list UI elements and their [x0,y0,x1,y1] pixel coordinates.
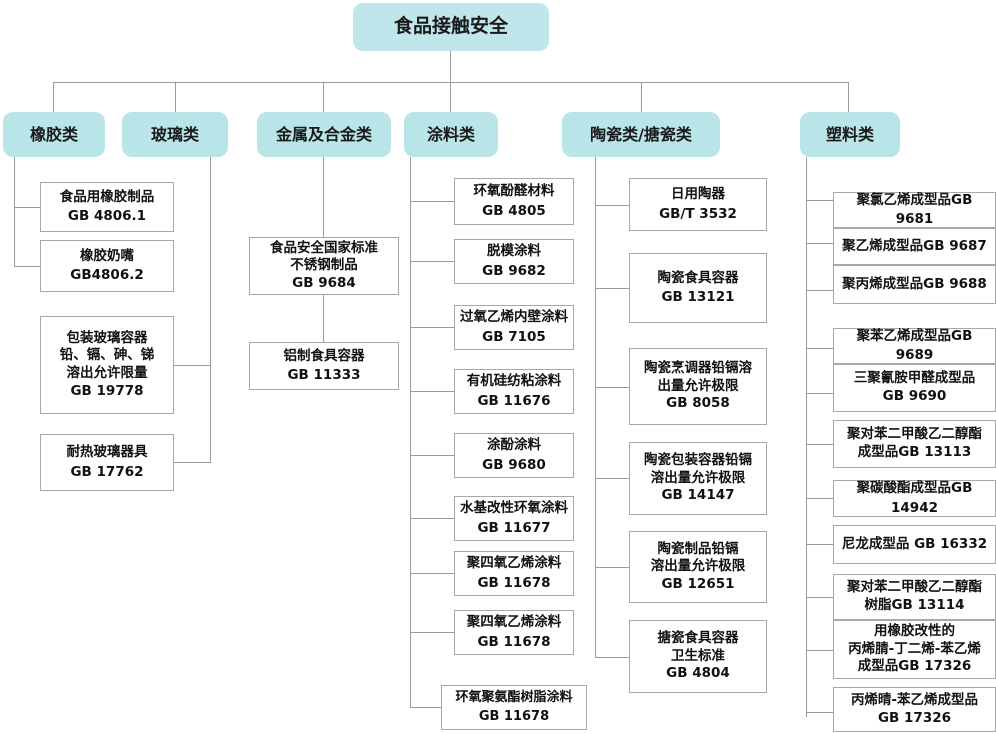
leaf-node-coating-6[interactable]: 水基改性环氧涂料 GB 11677 [454,496,574,541]
category-label-plastic: 塑料类 [825,124,874,144]
leaf-node-rubber-2[interactable]: 橡胶奶嘴 GB4806.2 [40,240,174,292]
leaf-node-coating-4[interactable]: 有机硅纺粘涂料 GB 11676 [454,369,574,414]
connector-stub-coating-6 [410,518,454,519]
leaf-node-coating-7[interactable]: 聚四氧乙烯涂料 GB 11678 [454,551,574,596]
connector-stub-rubber-1 [14,207,40,208]
category-node-metal[interactable]: 金属及合金类 [257,112,391,157]
leaf-node-rubber-1[interactable]: 食品用橡胶制品 GB 4806.1 [40,182,174,232]
connector-stub-plastic-5 [806,393,833,394]
connector-spine-coating [410,157,411,707]
connector-drop-metal [323,82,324,112]
connector-stub-coating-9 [410,707,454,708]
category-label-ceramic: 陶瓷类/搪瓷类 [590,124,692,144]
leaf-node-coating-2[interactable]: 脱模涂料 GB 9682 [454,239,574,284]
connector-spine-ceramic [595,157,596,657]
leaf-node-glass-1[interactable]: 包装玻璃容器 铅、镉、砷、锑 溶出允许限量 GB 19778 [40,316,174,414]
leaf-node-coating-1[interactable]: 环氧酚醛材料 GB 4805 [454,178,574,225]
connector-stub-coating-4 [410,391,454,392]
leaf-node-plastic-6[interactable]: 聚对苯二甲酸乙二醇酯 成型品GB 13113 [833,420,996,468]
connector-drop-plastic [848,82,849,112]
leaf-node-ceramic-4[interactable]: 陶瓷包装容器铅镉 溶出量允许极限 GB 14147 [629,442,767,515]
connector-stub-plastic-9 [806,597,833,598]
leaf-node-plastic-10[interactable]: 用橡胶改性的 丙烯腈-丁二烯-苯乙烯 成型品GB 17326 [833,620,996,679]
connector-drop-glass [175,82,176,112]
connector-stub-plastic-11 [806,712,833,713]
leaf-node-plastic-3[interactable]: 聚丙烯成型品GB 9688 [833,265,996,304]
category-label-glass: 玻璃类 [150,124,199,144]
connector-stub-ceramic-6 [595,657,629,658]
connector-stub-rubber-2 [14,266,40,267]
leaf-node-plastic-4[interactable]: 聚苯乙烯成型品GB 9689 [833,328,996,364]
leaf-node-coating-9[interactable]: 环氧聚氨酯树脂涂料 GB 11678 [441,685,587,730]
leaf-node-ceramic-5[interactable]: 陶瓷制品铅镉 溶出量允许极限 GB 12651 [629,531,767,603]
connector-stub-coating-8 [410,632,454,633]
root-node-food-contact-safety[interactable]: 食品接触安全 [353,3,549,51]
connector-spine-metal [323,157,324,237]
leaf-node-ceramic-1[interactable]: 日用陶器 GB/T 3532 [629,178,767,231]
connector-stub-ceramic-2 [595,288,629,289]
connector-metal-link [323,295,324,342]
category-node-rubber[interactable]: 橡胶类 [3,112,105,157]
connector-stub-plastic-6 [806,444,833,445]
category-label-rubber: 橡胶类 [29,124,78,144]
leaf-node-plastic-5[interactable]: 三聚氰胺甲醛成型品 GB 9690 [833,364,996,412]
connector-stub-plastic-4 [806,348,833,349]
connector-spine-glass [210,157,211,462]
connector-stub-plastic-7 [806,498,833,499]
connector-spine-rubber [14,157,15,267]
connector-root-stem [450,51,451,82]
connector-stub-coating-5 [410,455,454,456]
connector-stub-ceramic-4 [595,478,629,479]
leaf-node-plastic-11[interactable]: 丙烯晴-苯乙烯成型品 GB 17326 [833,687,996,732]
connector-stub-ceramic-1 [595,205,629,206]
leaf-node-plastic-7[interactable]: 聚碳酸酯成型品GB 14942 [833,480,996,517]
category-node-glass[interactable]: 玻璃类 [122,112,228,157]
root-node-label: 食品接触安全 [393,15,508,38]
connector-stub-plastic-3 [806,290,833,291]
leaf-node-ceramic-2[interactable]: 陶瓷食具容器 GB 13121 [629,253,767,323]
category-node-ceramic[interactable]: 陶瓷类/搪瓷类 [562,112,720,157]
leaf-node-ceramic-3[interactable]: 陶瓷烹调器铅镉溶 出量允许极限 GB 8058 [629,348,767,425]
connector-stub-glass-1 [174,365,211,366]
connector-stub-plastic-1 [806,200,833,201]
leaf-node-coating-5[interactable]: 涂酚涂料 GB 9680 [454,433,574,478]
connector-stub-coating-7 [410,573,454,574]
leaf-node-plastic-2[interactable]: 聚乙烯成型品GB 9687 [833,228,996,265]
leaf-node-plastic-9[interactable]: 聚对苯二甲酸乙二醇酯 树脂GB 13114 [833,574,996,620]
leaf-node-coating-3[interactable]: 过氧乙烯内壁涂料 GB 7105 [454,305,574,350]
connector-stub-glass-2 [174,462,211,463]
connector-drop-rubber [53,82,54,112]
connector-stub-plastic-8 [806,544,833,545]
category-node-coating[interactable]: 涂料类 [404,112,498,157]
category-label-coating: 涂料类 [426,124,475,144]
connector-spine-plastic [806,157,807,717]
connector-stub-coating-1 [410,201,454,202]
leaf-node-metal-1[interactable]: 食品安全国家标准 不锈钢制品 GB 9684 [249,237,399,295]
category-label-metal: 金属及合金类 [275,124,372,144]
category-node-plastic[interactable]: 塑料类 [800,112,900,157]
leaf-node-plastic-1[interactable]: 聚氯乙烯成型品GB 9681 [833,192,996,228]
connector-drop-coating [450,82,451,112]
connector-drop-ceramic [641,82,642,112]
connector-stub-ceramic-5 [595,567,629,568]
leaf-node-coating-8[interactable]: 聚四氧乙烯涂料 GB 11678 [454,610,574,655]
leaf-node-glass-2[interactable]: 耐热玻璃器具 GB 17762 [40,434,174,491]
connector-stub-coating-2 [410,261,454,262]
leaf-node-plastic-8[interactable]: 尼龙成型品 GB 16332 [833,525,996,564]
connector-stub-coating-3 [410,327,454,328]
connector-stub-plastic-10 [806,650,833,651]
leaf-node-ceramic-6[interactable]: 搪瓷食具容器 卫生标准 GB 4804 [629,620,767,693]
leaf-node-metal-2[interactable]: 铝制食具容器 GB 11333 [249,342,399,390]
connector-stub-ceramic-3 [595,387,629,388]
connector-stub-plastic-2 [806,243,833,244]
